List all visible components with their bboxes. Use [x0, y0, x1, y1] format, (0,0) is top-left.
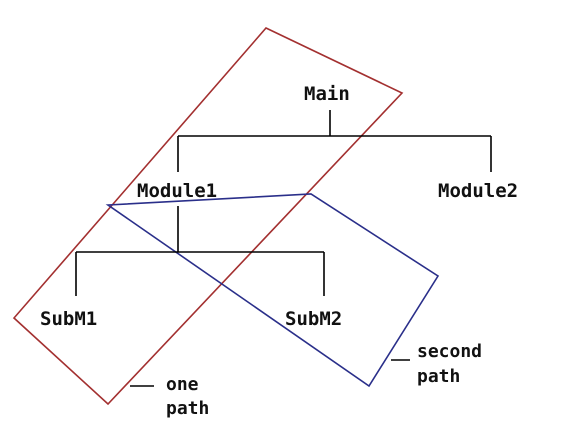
second-path-label-line2: path — [417, 366, 460, 387]
one-path-label-line1: one — [166, 374, 199, 395]
node-module2: Module2 — [438, 180, 518, 202]
one-path-outline — [12, 27, 404, 406]
tree-connectors — [75, 110, 492, 296]
annotation-leaders — [130, 359, 410, 387]
one-path-label-line2: path — [166, 398, 209, 419]
node-subm2: SubM2 — [285, 308, 342, 330]
node-main: Main — [304, 83, 350, 105]
node-subm1: SubM1 — [40, 308, 97, 330]
second-path-outline — [105, 193, 440, 388]
node-module1: Module1 — [137, 180, 217, 202]
second-path-label-line1: second — [417, 341, 482, 362]
